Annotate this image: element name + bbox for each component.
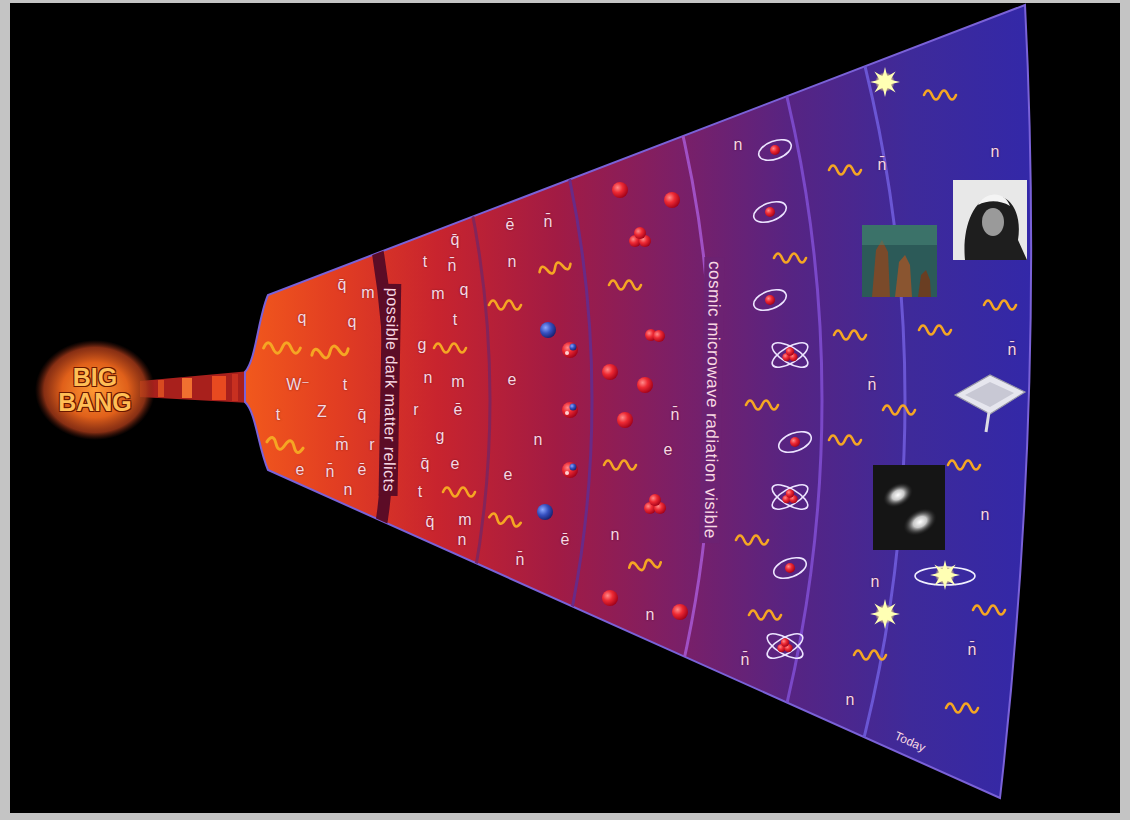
particle-symbol: e (664, 442, 673, 459)
particle-symbol: g (436, 428, 445, 445)
era-boundaries (0, 0, 905, 820)
particle-symbol: n (458, 532, 467, 549)
particle-symbol: n̄ (868, 377, 877, 394)
particle-symbol: W⁻ (286, 377, 310, 394)
time-label: Today (893, 730, 927, 755)
big-bang-title: BIG BANG (58, 365, 132, 415)
star-symbols (870, 67, 975, 629)
particle-symbol: n (344, 482, 353, 499)
particle-symbol: n̄ (544, 214, 553, 231)
particle-spheres (537, 182, 688, 620)
particle-symbol: e (296, 462, 305, 479)
particle-symbol: g (418, 337, 427, 354)
universe-fan (245, 5, 1031, 798)
particle-symbol: n̄ (878, 157, 887, 174)
particle-symbol: e (451, 456, 460, 473)
particle-symbol: m (458, 512, 471, 529)
particle-symbol: q̄ (451, 232, 460, 249)
particle-symbol: n (991, 144, 1000, 161)
particle-symbol: n̄ (968, 642, 977, 659)
particle-symbol: e (508, 372, 517, 389)
particle-symbol: t (276, 407, 280, 424)
particle-symbol: ē (454, 402, 463, 419)
big-bang-blob: BIG BANG (35, 340, 155, 440)
particle-symbol: n̄ (741, 652, 750, 669)
particle-symbol: n̄ (671, 407, 680, 424)
particle-symbol: n̄ (448, 258, 457, 275)
particle-symbol: q (298, 310, 307, 327)
particle-symbol: n̄ (1008, 342, 1017, 359)
particle-symbol: n (846, 692, 855, 709)
particle-symbol: q̄ (426, 514, 435, 531)
particle-symbol: t (453, 312, 457, 329)
nebula-photo (862, 225, 937, 297)
particle-symbol: q̄ (358, 407, 367, 424)
particle-symbol: t (423, 254, 427, 271)
particle-symbol: n (646, 607, 655, 624)
particle-symbol: t (343, 377, 347, 394)
particle-symbol: n (424, 370, 433, 387)
particle-symbol: q (460, 282, 469, 299)
particle-symbol: n (508, 254, 517, 271)
particle-symbol: n (981, 507, 990, 524)
scientist-portrait (953, 180, 1027, 260)
era-label: possible dark matter relicts (379, 284, 401, 497)
photon-symbols (264, 91, 1016, 713)
particle-symbol: ē (358, 462, 367, 479)
particle-symbol: ē (506, 217, 515, 234)
particle-symbol: n̄ (326, 464, 335, 481)
galaxy-photo (873, 465, 945, 550)
particle-symbol: m̄ (335, 437, 348, 454)
particle-symbol: m (451, 374, 464, 391)
era-label: cosmic microwave radiation visible (700, 257, 725, 543)
particle-symbol: m (431, 286, 444, 303)
particle-symbol: n (734, 137, 743, 154)
particle-symbol: ē (561, 532, 570, 549)
atom-symbols (751, 136, 814, 663)
particle-symbol: n̄ (516, 552, 525, 569)
time-stem (140, 371, 250, 403)
particle-symbol: q̄ (338, 277, 347, 294)
particle-symbol: n (611, 527, 620, 544)
particle-symbol: n (534, 432, 543, 449)
particle-symbol: m (361, 285, 374, 302)
particle-symbol: q (348, 314, 357, 331)
particle-symbol: Z (317, 404, 327, 421)
particle-symbol: n (871, 574, 880, 591)
particle-symbol: e (504, 467, 513, 484)
particle-symbol: t (418, 484, 422, 501)
particle-symbol: r (369, 437, 374, 454)
radio-dish (955, 375, 1025, 432)
particle-symbol: r (413, 402, 418, 419)
particle-symbol: q̄ (421, 456, 430, 473)
